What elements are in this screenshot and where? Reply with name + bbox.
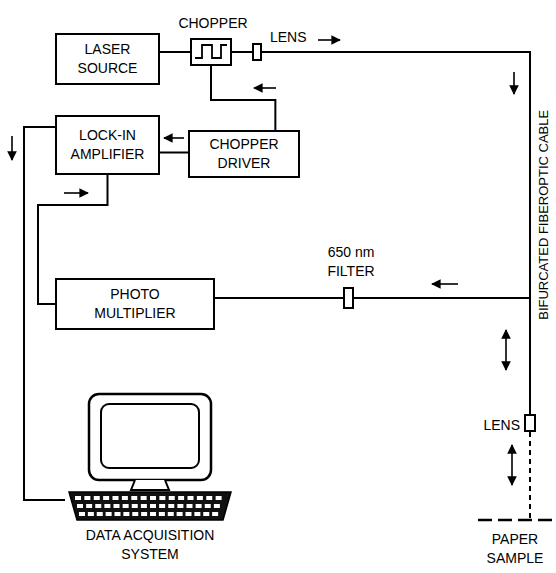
connector bbox=[215, 297, 343, 299]
paper-sample: PAPER SAMPLE bbox=[478, 518, 556, 522]
key bbox=[178, 496, 184, 500]
key bbox=[141, 504, 147, 508]
lens: LENS bbox=[524, 414, 536, 432]
connector bbox=[160, 51, 190, 53]
key bbox=[205, 504, 211, 508]
key bbox=[97, 512, 103, 516]
chopper-figure bbox=[192, 40, 230, 64]
key bbox=[123, 504, 129, 508]
key bbox=[75, 496, 81, 500]
key bbox=[159, 512, 165, 516]
key bbox=[177, 504, 183, 508]
key bbox=[187, 504, 193, 508]
key bbox=[159, 504, 165, 508]
key bbox=[94, 496, 100, 500]
process-box: CHOPPER DRIVER bbox=[188, 130, 300, 178]
flow-arrow bbox=[254, 87, 276, 89]
box-label: LOCK-IN AMPLIFIER bbox=[60, 126, 155, 164]
key bbox=[77, 504, 83, 508]
key bbox=[206, 496, 212, 500]
key bbox=[141, 496, 147, 500]
process-box: LASER SOURCE bbox=[55, 33, 160, 85]
key bbox=[150, 496, 156, 500]
key bbox=[132, 512, 138, 516]
keys bbox=[75, 496, 222, 516]
key bbox=[197, 496, 203, 500]
key bbox=[168, 512, 174, 516]
cable-label: BIFURCATED FIBEROPTIC CABLE bbox=[536, 108, 552, 322]
key bbox=[79, 512, 85, 516]
connector bbox=[354, 298, 530, 414]
connector bbox=[211, 66, 275, 130]
process-box: PHOTO MULTIPLIER bbox=[55, 278, 215, 330]
box-label: PHOTO MULTIPLIER bbox=[78, 285, 193, 323]
key bbox=[104, 504, 110, 508]
key bbox=[131, 496, 137, 500]
paper-surface bbox=[478, 519, 556, 522]
key bbox=[123, 512, 129, 516]
flow-arrow bbox=[432, 283, 458, 285]
key bbox=[214, 504, 220, 508]
square-wave bbox=[195, 45, 227, 58]
key bbox=[186, 512, 192, 516]
key bbox=[177, 512, 183, 516]
key bbox=[203, 512, 209, 516]
connector bbox=[232, 51, 252, 53]
key bbox=[194, 512, 200, 516]
key bbox=[113, 496, 119, 500]
filter: 650 nm FILTER bbox=[343, 287, 354, 309]
box-label: CHOPPER DRIVER bbox=[194, 135, 294, 173]
paper-figure bbox=[478, 518, 556, 522]
lens: LENS bbox=[252, 43, 262, 61]
part-label: CHOPPER bbox=[167, 14, 259, 33]
key bbox=[150, 504, 156, 508]
flow-arrow bbox=[164, 137, 184, 139]
key bbox=[169, 496, 175, 500]
part-label: DATA ACQUISITION SYSTEM bbox=[65, 526, 235, 564]
key bbox=[188, 496, 194, 500]
key bbox=[216, 496, 222, 500]
key bbox=[168, 504, 174, 508]
key bbox=[95, 504, 101, 508]
flow-arrow bbox=[11, 136, 13, 160]
key bbox=[114, 504, 120, 508]
key bbox=[84, 496, 90, 500]
connector bbox=[262, 52, 530, 414]
key bbox=[103, 496, 109, 500]
flow-arrow bbox=[318, 39, 340, 41]
key bbox=[122, 496, 128, 500]
keyboard bbox=[69, 492, 231, 520]
flow-arrow bbox=[64, 192, 88, 194]
screen bbox=[101, 404, 199, 468]
part-label: 650 nm FILTER bbox=[320, 243, 382, 281]
process-box: LOCK-IN AMPLIFIER bbox=[55, 115, 160, 175]
key bbox=[106, 512, 112, 516]
computer: DATA ACQUISITION SYSTEM bbox=[65, 392, 235, 522]
monitor bbox=[89, 394, 211, 480]
key bbox=[86, 504, 92, 508]
flow-arrow bbox=[511, 445, 513, 485]
chopper-box: CHOPPER bbox=[190, 38, 232, 66]
box-label: LASER SOURCE bbox=[63, 40, 153, 78]
key bbox=[159, 496, 165, 500]
key bbox=[150, 512, 156, 516]
connector bbox=[160, 152, 188, 154]
flow-arrow bbox=[505, 330, 507, 370]
key bbox=[212, 512, 218, 516]
part-label: LENS bbox=[474, 416, 520, 435]
part-label: LENS bbox=[270, 28, 320, 47]
key bbox=[196, 504, 202, 508]
monitor-stand bbox=[131, 480, 169, 490]
computer-figure bbox=[65, 392, 235, 522]
key bbox=[132, 504, 138, 508]
key bbox=[141, 512, 147, 516]
connector bbox=[529, 432, 531, 518]
part-label: PAPER SAMPLE bbox=[475, 530, 555, 568]
key bbox=[115, 512, 121, 516]
flow-arrow bbox=[513, 72, 515, 94]
key bbox=[88, 512, 94, 516]
